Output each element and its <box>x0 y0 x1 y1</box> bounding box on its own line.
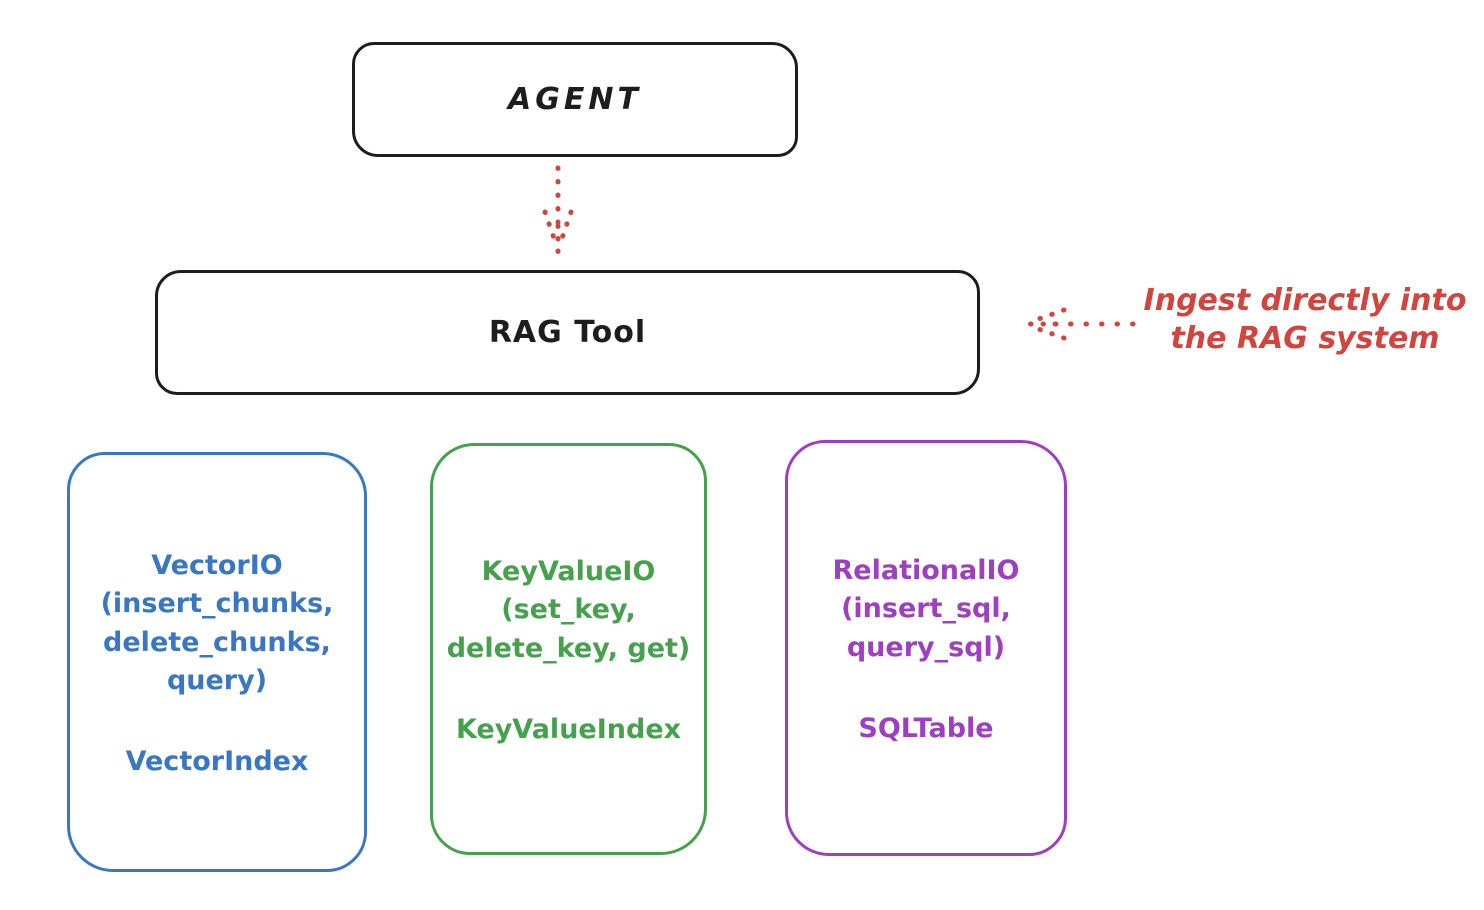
backend-node-vector-io: VectorIO (insert_chunks, delete_chunks, … <box>67 452 367 872</box>
backend-node-keyvalue-io: KeyValueIO (set_key, delete_key, get) Ke… <box>430 443 707 855</box>
vector-index-label: VectorIndex <box>125 746 309 778</box>
rag-tool-label: RAG Tool <box>488 315 647 350</box>
agent-label: AGENT <box>508 82 642 117</box>
annotation-text: Ingest directly into the RAG system <box>1143 283 1467 357</box>
annotation-to-ragtool-arrow-icon <box>1023 307 1136 341</box>
backend-node-relational-io: RelationalIO (insert_sql, query_sql) SQL… <box>785 440 1067 856</box>
relational-io-label: RelationalIO (insert_sql, query_sql) <box>832 555 1020 663</box>
agent-node: AGENT <box>352 42 798 157</box>
agent-to-ragtool-arrow-icon <box>542 165 574 257</box>
sql-table-label: SQLTable <box>858 712 994 744</box>
keyvalue-io-label: KeyValueIO (set_key, delete_key, get) <box>446 556 691 664</box>
rag-tool-node: RAG Tool <box>155 270 980 395</box>
keyvalue-index-label: KeyValueIndex <box>455 713 682 745</box>
vector-io-label: VectorIO (insert_chunks, delete_chunks, … <box>100 549 334 696</box>
